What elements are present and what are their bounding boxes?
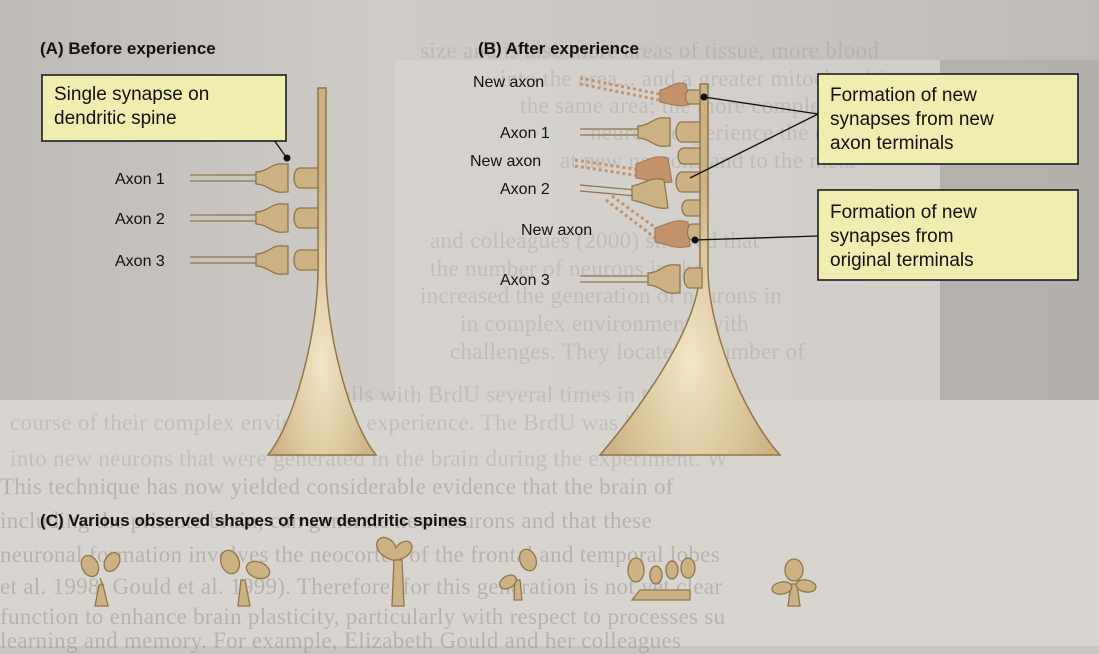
axon-label: New axon bbox=[473, 74, 544, 91]
callout-text: Formation of new bbox=[830, 202, 977, 223]
axon-label: Axon 3 bbox=[500, 272, 550, 289]
axon-label: Axon 2 bbox=[115, 211, 165, 228]
neuron-before bbox=[190, 88, 376, 455]
callout-text: original terminals bbox=[830, 250, 974, 271]
spine-shape-4 bbox=[497, 547, 539, 600]
axon-terminal bbox=[256, 164, 288, 193]
callout-text: Single synapse on bbox=[54, 84, 209, 105]
axon-2-before bbox=[190, 204, 318, 233]
pointer-line bbox=[274, 140, 286, 157]
axon-terminal bbox=[256, 204, 288, 233]
axon-label: New axon bbox=[470, 153, 541, 170]
callout-text: synapses from new bbox=[830, 109, 994, 130]
axon-terminal bbox=[256, 246, 288, 275]
axon-label: New axon bbox=[521, 222, 592, 239]
spine-shape-6 bbox=[771, 559, 817, 606]
pointer-dot bbox=[284, 155, 291, 162]
callout-text: Formation of new bbox=[830, 85, 977, 106]
neuron-after bbox=[575, 78, 818, 455]
callout-text: synapses from bbox=[830, 226, 954, 247]
spine-shape-5 bbox=[628, 558, 695, 600]
dendritic-spine bbox=[294, 250, 318, 270]
axon-3-after bbox=[580, 265, 702, 294]
callout-text: axon terminals bbox=[830, 133, 954, 154]
panel-a-title: (A) Before experience bbox=[40, 39, 216, 58]
spine-shapes-row bbox=[78, 538, 817, 606]
dendritic-spine bbox=[294, 208, 318, 228]
axon-label: Axon 1 bbox=[500, 125, 550, 142]
leader-line bbox=[690, 114, 818, 178]
axon-3-before bbox=[190, 246, 318, 275]
axon-1-before bbox=[190, 164, 318, 193]
axon-label: Axon 3 bbox=[115, 253, 165, 270]
panel-b-title: (B) After experience bbox=[478, 39, 639, 58]
axon-label: Axon 1 bbox=[115, 171, 165, 188]
spine-shape-1 bbox=[78, 550, 123, 606]
leader-line bbox=[704, 97, 818, 114]
callout-text: dendritic spine bbox=[54, 108, 177, 129]
axon-1-after bbox=[580, 118, 700, 164]
dendritic-spine bbox=[686, 90, 701, 104]
panel-c-title: (C) Various observed shapes of new dendr… bbox=[40, 511, 467, 530]
spine-shape-2 bbox=[217, 548, 272, 606]
new-axon-1 bbox=[580, 78, 708, 106]
dendritic-spine bbox=[294, 168, 318, 188]
axon-label: Axon 2 bbox=[500, 181, 550, 198]
leader-line bbox=[695, 236, 818, 240]
spine-shape-3 bbox=[377, 538, 412, 606]
